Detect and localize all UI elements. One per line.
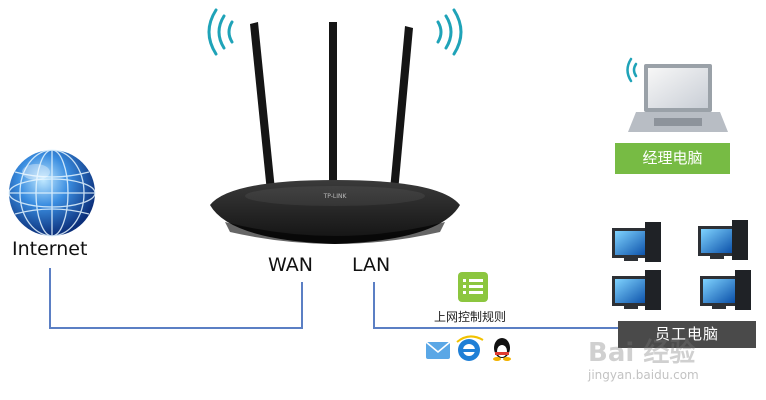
wifi-signal-icon (436, 8, 463, 56)
desktop-pc-icon (612, 222, 661, 262)
laptop-icon (628, 64, 728, 132)
connection-lines (49, 268, 620, 329)
router-brand-label: TP-LINK (323, 193, 348, 200)
router-icon (210, 22, 460, 244)
lan-port-label: LAN (352, 254, 391, 276)
baidu-watermark: Bai 经验 (588, 338, 696, 368)
wan-port-label: WAN (268, 254, 313, 276)
globe-icon (8, 149, 96, 237)
email-icon (425, 341, 451, 359)
access-rules-label: 上网控制规则 (433, 310, 506, 324)
staff-pc-label: 员工电脑 (654, 325, 719, 343)
manager-pc-label: 经理电脑 (642, 149, 703, 167)
lan-to-staff-line (373, 282, 620, 329)
internet-to-wan-line (49, 268, 303, 329)
ie-browser-icon (456, 335, 484, 361)
desktop-pc-icon (698, 220, 748, 260)
desktop-pc-icon (700, 270, 751, 310)
qq-icon (493, 338, 511, 361)
staff-pc-badge (618, 321, 756, 348)
desktop-pc-icon (612, 270, 661, 310)
internet-label: Internet (12, 238, 88, 260)
rules-list-icon (458, 272, 488, 302)
wifi-signal-icon (626, 57, 638, 83)
baidu-watermark-url: jingyan.baidu.com (588, 368, 699, 382)
wifi-signal-icon (207, 8, 234, 56)
manager-pc-badge (615, 143, 730, 174)
